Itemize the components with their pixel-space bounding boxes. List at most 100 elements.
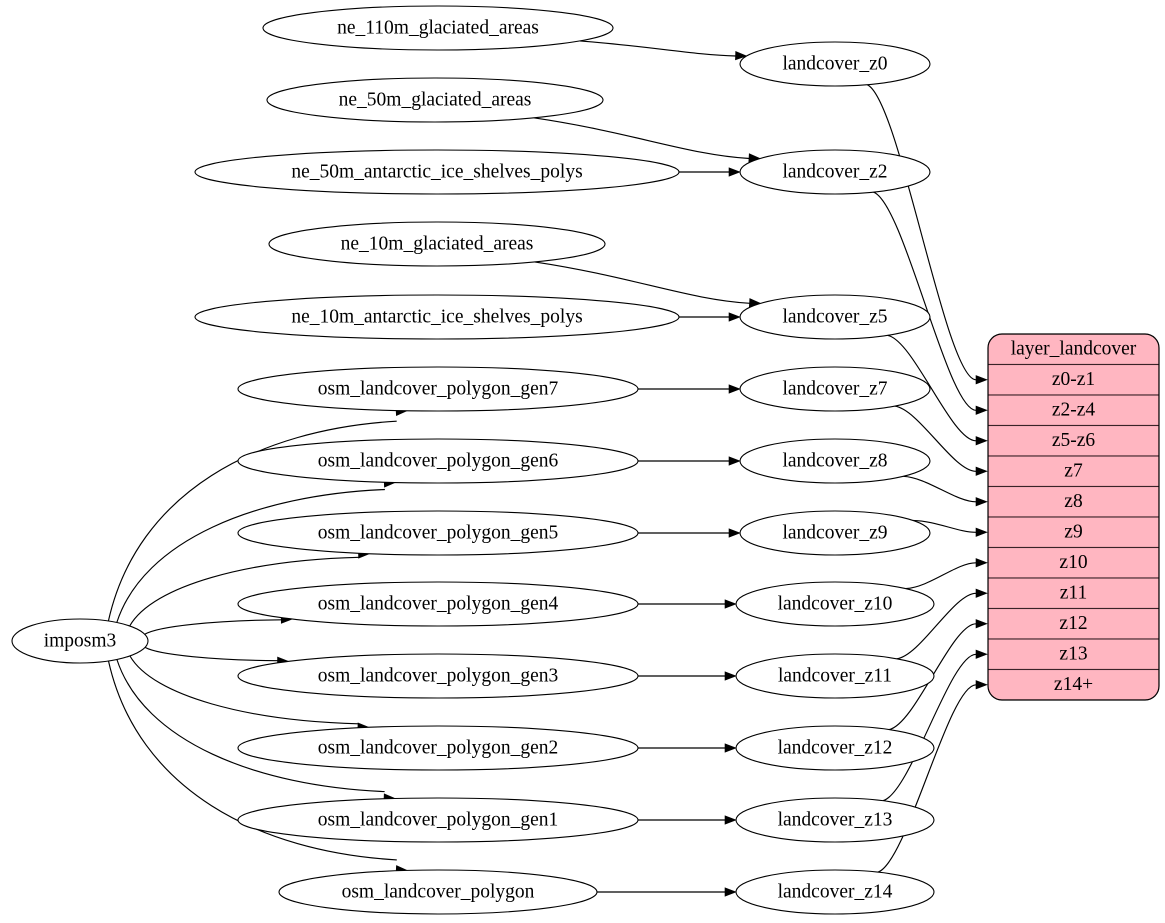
node-osm_landcover_polygon_gen2[interactable]: osm_landcover_polygon_gen2 (237, 725, 639, 771)
node-landcover_z2[interactable]: landcover_z2 (739, 149, 931, 195)
table-row[interactable] (988, 638, 1159, 671)
table-row[interactable] (988, 424, 1159, 457)
edge-arrowhead (975, 649, 988, 659)
edge-arrowhead (975, 619, 988, 629)
node-ellipse (739, 366, 931, 412)
node-ellipse (278, 869, 598, 915)
node-ellipse (739, 41, 931, 87)
node-ellipse (268, 221, 606, 267)
node-ellipse (237, 797, 639, 843)
edge (896, 592, 977, 660)
edge (107, 660, 397, 861)
edge (894, 405, 977, 472)
node-ellipse (237, 438, 639, 484)
edge (882, 653, 977, 802)
table-row[interactable] (988, 394, 1159, 427)
node-ellipse (194, 294, 680, 340)
node-landcover_z8[interactable]: landcover_z8 (739, 438, 931, 484)
edge (116, 659, 385, 793)
table-header-cell (988, 334, 1159, 366)
node-ellipse (735, 581, 935, 627)
node-ellipse (237, 581, 639, 627)
edge-arrowhead (724, 599, 737, 609)
node-ellipse (739, 438, 931, 484)
node-ne_50m_antarctic_ice_shelves_polys[interactable]: ne_50m_antarctic_ice_shelves_polys (194, 149, 680, 195)
node-landcover_z0[interactable]: landcover_z0 (739, 41, 931, 87)
node-ne_50m_glaciated_areas[interactable]: ne_50m_glaciated_areas (266, 77, 604, 123)
edge-arrowhead (975, 588, 988, 598)
table-node-layer: layer_landcoverz0-z1z2-z4z5-z6z7z8z9z10z… (987, 333, 1160, 701)
edge-arrowhead (728, 167, 741, 177)
edge (144, 646, 279, 662)
edge (107, 420, 397, 622)
node-ellipse (194, 149, 680, 195)
table-row[interactable] (988, 455, 1159, 488)
node-osm_landcover_polygon_gen3[interactable]: osm_landcover_polygon_gen3 (237, 653, 639, 699)
node-landcover_z12[interactable]: landcover_z12 (735, 725, 935, 771)
table-row[interactable] (988, 607, 1159, 640)
nodes-layer: imposm3 ne_110m_glaciated_areas ne_50m_gla… (11, 5, 935, 915)
edge-arrowhead (975, 497, 988, 507)
node-osm_landcover_polygon[interactable]: osm_landcover_polygon (278, 869, 598, 915)
edge-arrowhead (728, 528, 741, 538)
table-row[interactable] (988, 668, 1159, 701)
node-landcover_z9[interactable]: landcover_z9 (739, 510, 931, 556)
edge (129, 655, 359, 725)
edge-arrowhead (728, 384, 741, 394)
table-row[interactable] (988, 363, 1159, 396)
edge (533, 117, 750, 160)
node-ellipse (739, 510, 931, 556)
table-row[interactable] (988, 516, 1159, 549)
edge-arrowhead (975, 466, 988, 476)
node-landcover_z14[interactable]: landcover_z14 (735, 869, 935, 915)
table-node-layer-landcover[interactable]: layer_landcoverz0-z1z2-z4z5-z6z7z8z9z10z… (987, 333, 1160, 701)
edge-arrowhead (735, 51, 748, 61)
edge (144, 619, 282, 635)
node-ellipse (237, 510, 639, 556)
edge (129, 556, 360, 627)
node-osm_landcover_polygon_gen5[interactable]: osm_landcover_polygon_gen5 (237, 510, 639, 556)
node-landcover_z11[interactable]: landcover_z11 (735, 653, 935, 699)
edge-arrowhead (724, 671, 737, 681)
edge (116, 488, 385, 623)
edge-arrowhead (728, 456, 741, 466)
edge (887, 334, 977, 442)
table-outline (987, 333, 1160, 701)
edge-arrowhead (975, 558, 988, 568)
edge (534, 261, 750, 304)
table-row[interactable] (988, 485, 1159, 518)
node-ellipse (739, 149, 931, 195)
node-ellipse (735, 653, 935, 699)
node-ellipse (237, 653, 639, 699)
node-osm_landcover_polygon_gen4[interactable]: osm_landcover_polygon_gen4 (237, 581, 639, 627)
edge-arrowhead (724, 743, 737, 753)
node-ne_110m_glaciated_areas[interactable]: ne_110m_glaciated_areas (262, 5, 614, 51)
node-osm_landcover_polygon_gen6[interactable]: osm_landcover_polygon_gen6 (237, 438, 639, 484)
edge-arrowhead (975, 375, 988, 385)
table-row[interactable] (988, 577, 1159, 610)
node-ne_10m_antarctic_ice_shelves_polys[interactable]: ne_10m_antarctic_ice_shelves_polys (194, 294, 680, 340)
node-osm_landcover_polygon_gen7[interactable]: osm_landcover_polygon_gen7 (237, 366, 639, 412)
node-landcover_z10[interactable]: landcover_z10 (735, 581, 935, 627)
node-osm_landcover_polygon_gen1[interactable]: osm_landcover_polygon_gen1 (237, 797, 639, 843)
edge-arrowhead (975, 436, 988, 446)
node-landcover_z7[interactable]: landcover_z7 (739, 366, 931, 412)
node-ellipse (735, 797, 935, 843)
node-ellipse (735, 725, 935, 771)
edge-arrowhead (728, 312, 741, 322)
table-row[interactable] (988, 546, 1159, 579)
edge-arrowhead (975, 405, 988, 415)
node-ellipse (11, 618, 149, 664)
edge-arrowhead (975, 527, 988, 537)
edge (866, 84, 977, 381)
node-imposm3[interactable]: imposm3 (11, 618, 149, 664)
edge (873, 191, 977, 411)
node-ne_10m_glaciated_areas[interactable]: ne_10m_glaciated_areas (268, 221, 606, 267)
node-landcover_z5[interactable]: landcover_z5 (739, 294, 931, 340)
edge-arrowhead (724, 815, 737, 825)
node-ellipse (735, 869, 935, 915)
edge (877, 684, 977, 873)
node-landcover_z13[interactable]: landcover_z13 (735, 797, 935, 843)
node-ellipse (266, 77, 604, 123)
